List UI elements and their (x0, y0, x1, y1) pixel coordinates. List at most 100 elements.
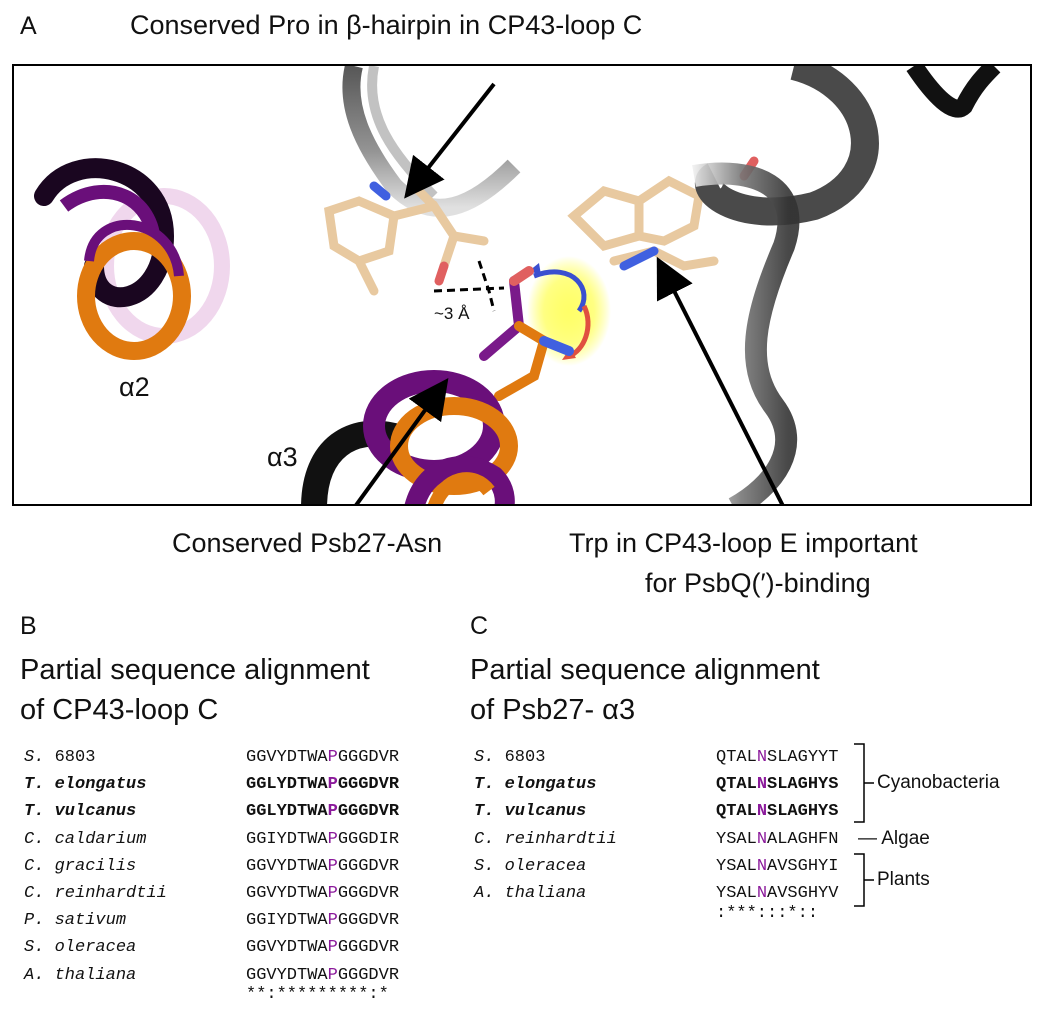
tryptophan-sticks (567, 156, 759, 271)
species-name: thaliana (54, 965, 137, 985)
group-cyanobacteria: Cyanobacteria (877, 772, 1000, 793)
protein-structure-illustration: ~3 Å α2 α3 (34, 66, 1001, 504)
panel-b-letter: B (20, 612, 37, 640)
conserved-residue: P (327, 938, 338, 958)
hydrogen-bonds (433, 260, 505, 312)
species-name: thaliana (504, 884, 587, 903)
group-algae: — Algae (858, 828, 930, 849)
species-genus: S. (24, 938, 45, 958)
cp43-loop-e-helix (692, 66, 1001, 504)
alignment-b-sequence: GGVYDTWAPGGGDVR (246, 856, 400, 876)
species-name: vulcanus (504, 802, 587, 822)
structure-image: ~3 Å α2 α3 (12, 64, 1032, 506)
alpha2-label: α2 (119, 372, 150, 402)
alignment-c-sequence: QTALNSLAGHYS (716, 802, 839, 822)
arrow-to-trp (656, 256, 785, 504)
species-genus: S. (474, 748, 495, 767)
panel-a-letter: A (20, 12, 37, 40)
alignment-b-row: T. elongatus (24, 771, 146, 798)
species-name: reinhardtii (504, 829, 617, 849)
species-genus: T. (474, 802, 495, 822)
alignment-c-row: C. reinhardtii (474, 826, 617, 853)
arrow-to-pro (404, 82, 496, 199)
alignment-c-sequence: QTALNSLAGYYT (716, 748, 839, 767)
alignment-b-row: C. reinhardtii (24, 880, 167, 907)
alignment-c-sequence: YSALNALAGHFN (716, 829, 839, 849)
conserved-residue: N (756, 748, 768, 767)
conserved-residue: N (756, 802, 768, 822)
species-name: elongatus (54, 775, 147, 795)
species-genus: A. (474, 884, 495, 903)
alignment-b-row: T. vulcanus (24, 798, 136, 825)
conserved-residue: P (327, 911, 338, 931)
conserved-residue: P (327, 802, 338, 822)
alignment-c-sequence: QTALNSLAGHYS (716, 775, 839, 795)
conserved-residue: N (756, 829, 768, 849)
alignment-c-row: T. vulcanus (474, 798, 586, 825)
conserved-residue: N (756, 884, 768, 903)
arrow-to-asn (354, 378, 449, 504)
species-genus: C. (474, 829, 495, 849)
helix-alpha2 (34, 158, 230, 360)
species-genus: S. (24, 748, 45, 767)
group-brackets (854, 743, 874, 907)
conserved-residue: P (327, 748, 338, 767)
species-name: oleracea (54, 938, 137, 958)
consensus-b: **:*********:* (246, 985, 389, 1004)
conserved-residue: N (756, 775, 768, 795)
alignment-b-sequence: GGVYDTWAPGGGDVR (246, 748, 400, 767)
species-genus: T. (24, 775, 45, 795)
species-name: vulcanus (54, 802, 137, 822)
species-name: gracilis (54, 856, 137, 876)
alignment-c-row: T. elongatus (474, 771, 596, 798)
species-genus: A. (24, 965, 45, 985)
distance-label: ~3 Å (434, 304, 470, 323)
proline-sticks (324, 181, 489, 296)
trp-label-line2: for PsbQ(′)-binding (645, 568, 871, 598)
species-name: elongatus (504, 775, 597, 795)
species-name: 6803 (504, 748, 546, 767)
panel-b-title-line1: Partial sequence alignment (20, 654, 370, 686)
species-name: caldarium (54, 829, 147, 849)
species-name: oleracea (504, 856, 587, 876)
conserved-residue: P (327, 775, 338, 795)
alignment-c-sequence: YSALNAVSGHYI (716, 856, 839, 876)
conserved-residue: P (327, 965, 338, 985)
alignment-c-sequence: YSALNAVSGHYV (716, 884, 839, 903)
conserved-asn-label: Conserved Psb27-Asn (172, 528, 443, 558)
species-name: reinhardtii (54, 884, 167, 903)
alignment-b-sequence: GGIYDTWAPGGGDVR (246, 911, 400, 931)
conserved-pro-label: Conserved Pro in β-hairpin in CP43-loop … (130, 10, 643, 40)
asparagine-sticks (479, 266, 574, 401)
species-genus: C. (24, 884, 45, 903)
species-genus: T. (24, 802, 45, 822)
panel-c-letter: C (470, 612, 489, 640)
species-genus: S. (474, 856, 495, 876)
conserved-residue: P (327, 884, 338, 903)
helix-alpha3 (301, 370, 518, 504)
group-plants: Plants (877, 869, 930, 890)
alignment-b-row: S. oleracea (24, 934, 136, 961)
alignment-b-row: S. 6803 (24, 744, 95, 771)
species-genus: P. (24, 911, 45, 931)
species-name: sativum (54, 911, 127, 931)
trp-label-line1: Trp in CP43-loop E important (569, 528, 918, 558)
alignment-b-sequence: GGIYDTWAPGGGDIR (246, 829, 400, 849)
alignment-b-sequence: GGLYDTWAPGGGDVR (246, 802, 400, 822)
alignment-c-row: S. 6803 (474, 744, 545, 771)
alpha3-label: α3 (267, 442, 298, 472)
conserved-residue: N (756, 856, 768, 876)
alignment-b-row: P. sativum (24, 907, 126, 934)
conserved-residue: P (327, 856, 338, 876)
alignment-c-row: A. thaliana (474, 880, 586, 907)
species-genus: C. (24, 829, 45, 849)
panel-c-title-line2: of Psb27- α3 (470, 694, 636, 726)
alignment-b-row: A. thaliana (24, 962, 136, 989)
alignment-b-sequence: GGVYDTWAPGGGDVR (246, 884, 400, 903)
alignment-b-row: C. caldarium (24, 826, 146, 853)
panel-b-title-line2: of CP43-loop C (20, 694, 219, 726)
species-name: 6803 (54, 748, 96, 767)
alignment-c-row: S. oleracea (474, 853, 586, 880)
blue-arrow (533, 269, 587, 313)
species-genus: C. (24, 856, 45, 876)
